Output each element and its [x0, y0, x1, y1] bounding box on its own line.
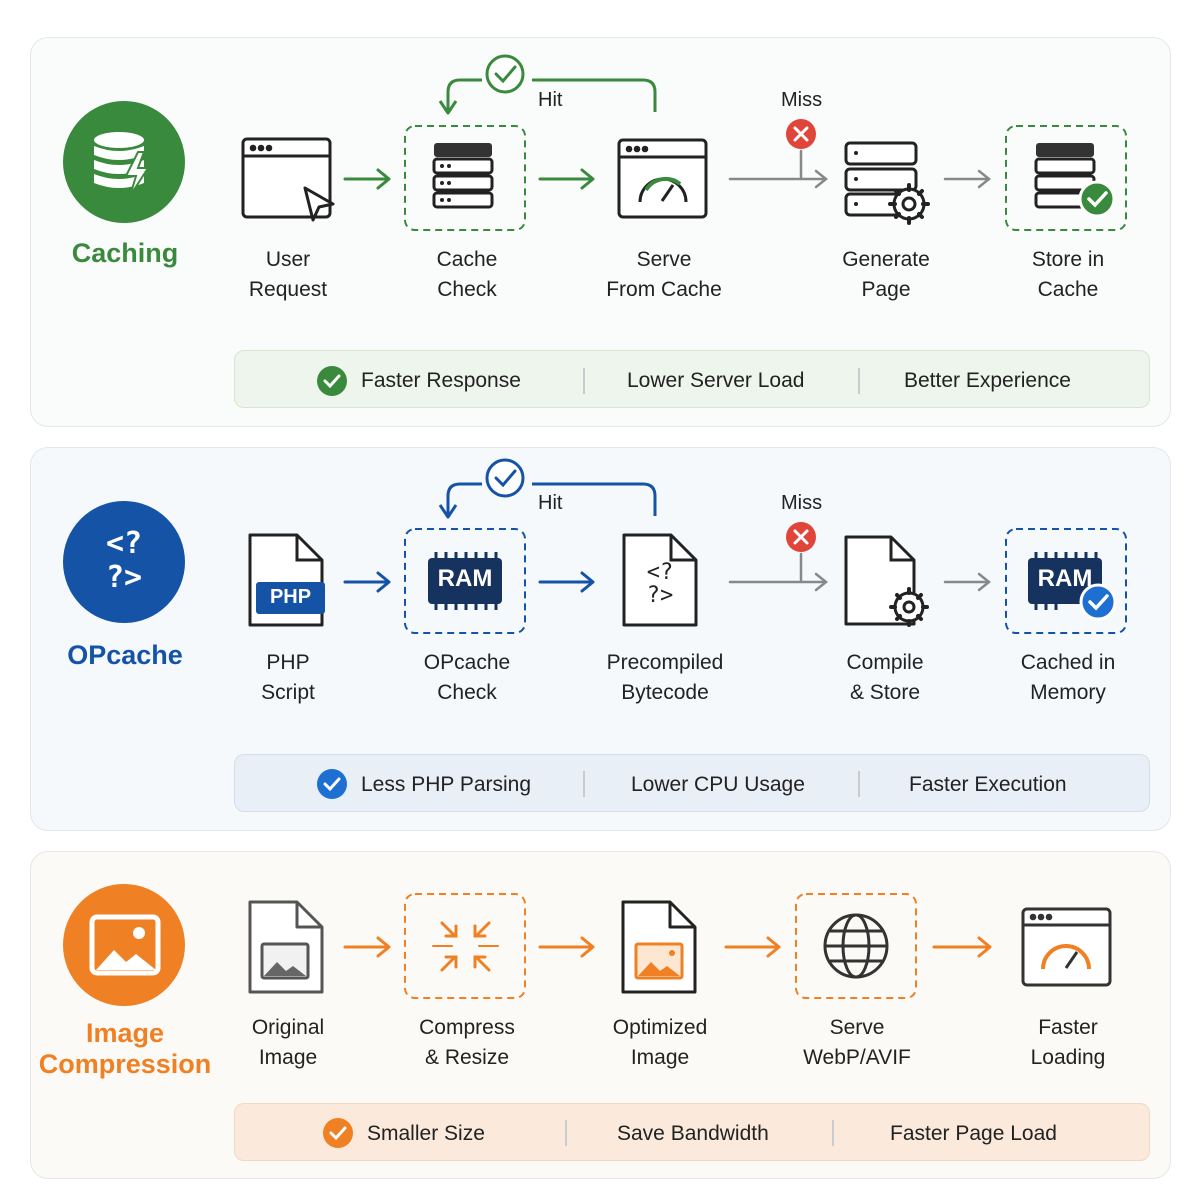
php-file-icon: [248, 533, 325, 627]
optimized-image-file-icon: [621, 900, 697, 994]
ram-label: RAM: [437, 565, 493, 592]
benefit-save-bandwidth: Save Bandwidth: [617, 1122, 769, 1145]
caching-title: Caching: [71, 238, 179, 268]
step-precompiled-bytecode: Precompiled Bytecode: [606, 651, 724, 704]
miss-label: Miss: [781, 89, 823, 111]
benefit-faster-execution: Faster Execution: [909, 773, 1067, 796]
code-file-icon: [622, 533, 698, 627]
step-compile-store: Compile & Store: [846, 651, 924, 704]
step-cache-check: Cache Check: [436, 248, 498, 301]
server-icon: [432, 143, 494, 209]
benefit-lower-server-load: Lower Server Load: [627, 369, 805, 392]
ram-chip-icon: [428, 552, 502, 610]
opcache-benefits-bar: [234, 754, 1150, 812]
benefit-smaller-size: Smaller Size: [367, 1122, 485, 1145]
benefit-less-php-parsing: Less PHP Parsing: [361, 773, 532, 796]
image-benefits-bar: [234, 1103, 1150, 1161]
divider: [583, 368, 585, 394]
speedometer-browser-icon: [617, 138, 708, 219]
server-check-icon: [1034, 143, 1116, 218]
miss-label: Miss: [781, 492, 823, 514]
image-title: Image Compression: [38, 1018, 212, 1079]
hit-label: Hit: [538, 89, 563, 111]
step-original-image: Original Image: [251, 1016, 325, 1069]
opcache-badge: [63, 501, 185, 623]
benefit-lower-cpu-usage: Lower CPU Usage: [631, 773, 805, 796]
step-store-in-cache: Store in Cache: [1031, 248, 1105, 301]
php-badge: PHP: [269, 586, 312, 608]
file-gear-icon: [844, 535, 929, 627]
ram-label: RAM: [1037, 565, 1093, 592]
speedometer-browser-icon: [1021, 907, 1112, 987]
php-code-icon: <??>: [105, 526, 143, 595]
benefit-better-experience: Better Experience: [904, 369, 1071, 392]
caching-badge: [63, 101, 185, 223]
browser-cursor-icon: [241, 137, 335, 222]
benefit-faster-page-load: Faster Page Load: [890, 1122, 1057, 1145]
bytecode-glyph: <??>: [646, 560, 674, 608]
step-serve-from-cache: Serve From Cache: [606, 248, 722, 301]
compress-arrows-icon: [432, 921, 499, 972]
opcache-title: OPcache: [67, 640, 183, 670]
step-cached-in-memory: Cached in Memory: [1020, 651, 1116, 704]
step-faster-loading: Faster Loading: [1030, 1016, 1106, 1069]
step-serve-webp-avif: Serve WebP/AVIF: [803, 1016, 911, 1069]
benefit-faster-response: Faster Response: [361, 369, 521, 392]
step-opcache-check: OPcache Check: [423, 651, 511, 704]
step-generate-page: Generate Page: [842, 248, 930, 301]
divider: [583, 771, 585, 797]
divider: [565, 1120, 567, 1146]
step-optimized-image: Optimized Image: [612, 1016, 708, 1069]
divider: [832, 1120, 834, 1146]
step-compress-resize: Compress & Resize: [419, 1016, 515, 1069]
image-file-icon: [248, 900, 324, 994]
step-user-request: User Request: [248, 248, 328, 301]
caching-benefits-bar: [234, 350, 1150, 408]
ram-check-icon: [1028, 552, 1117, 621]
globe-icon: [823, 913, 889, 979]
step-php-script: PHP Script: [261, 651, 315, 704]
server-gear-icon: [844, 141, 930, 225]
divider: [858, 368, 860, 394]
hit-label: Hit: [538, 492, 563, 514]
image-badge: [63, 884, 185, 1006]
divider: [858, 771, 860, 797]
